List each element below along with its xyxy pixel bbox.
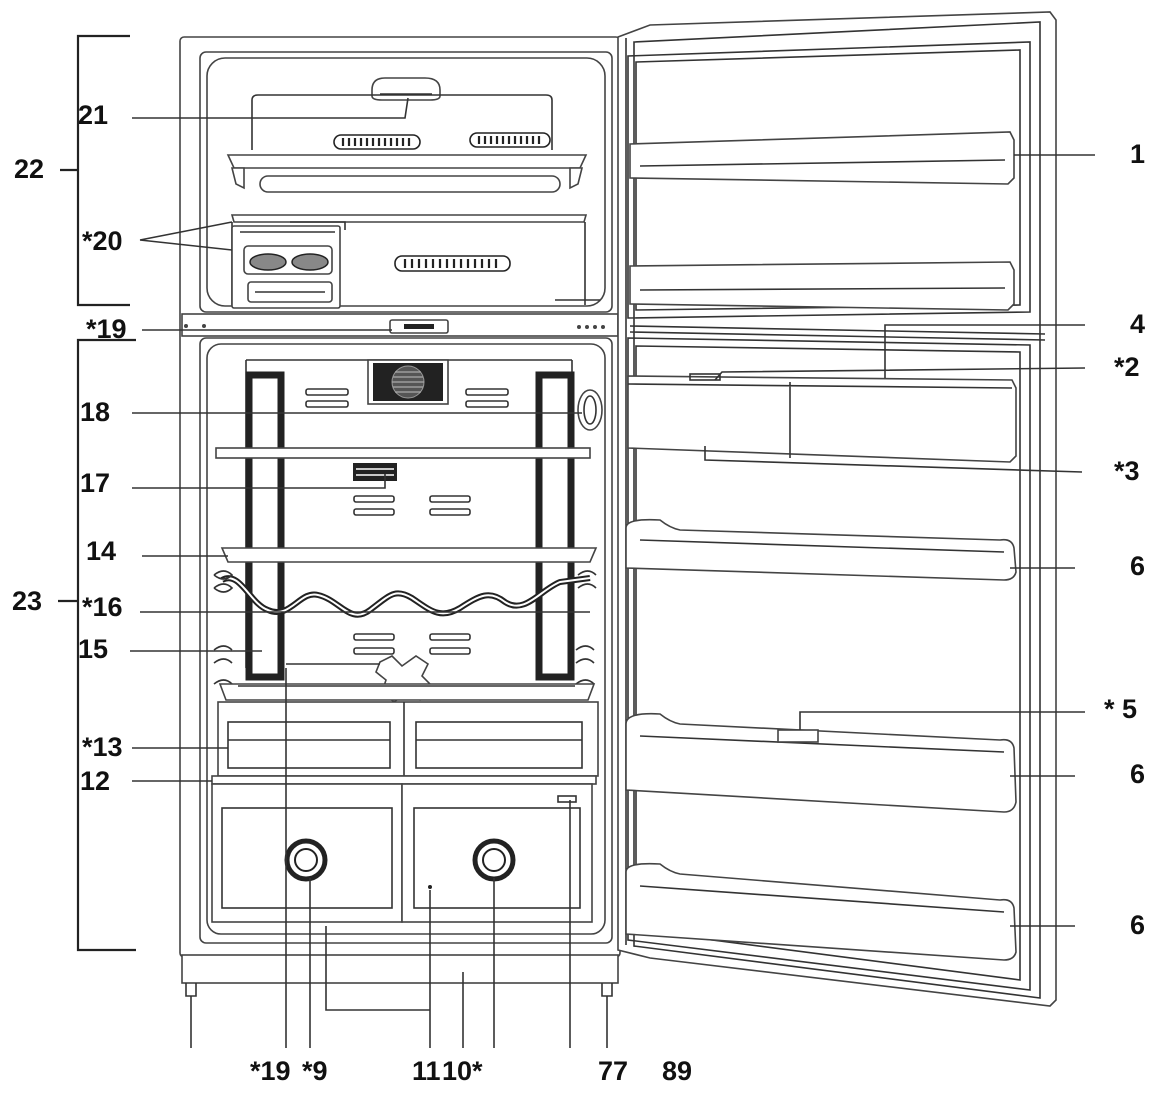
labels: 21 22 *20 *19 18 17 14 23 *16 15 *13 12 … xyxy=(12,100,1145,1086)
door-shelf-middle xyxy=(625,712,1017,813)
label-12: 12 xyxy=(80,766,110,796)
freezer-vent-slots xyxy=(341,136,541,146)
label-6-upper: 6 xyxy=(1130,551,1145,581)
label-6-lower: 6 xyxy=(1130,910,1145,940)
label-20: *20 xyxy=(82,226,123,256)
label-14: 14 xyxy=(86,536,116,566)
brackets xyxy=(58,34,136,952)
door-shelf-upper xyxy=(625,518,1017,581)
label-17: 17 xyxy=(80,468,110,498)
label-6-middle: 6 xyxy=(1130,759,1145,789)
door xyxy=(617,11,1057,1007)
label-16: *16 xyxy=(82,592,123,622)
fridge-compartment xyxy=(211,359,603,923)
leader-lines xyxy=(130,97,1095,1048)
label-5: * 5 xyxy=(1104,694,1137,724)
label-11: 11 xyxy=(412,1056,441,1086)
label-15: 15 xyxy=(78,634,108,664)
label-8-9: 89 xyxy=(662,1056,692,1086)
label-2: *2 xyxy=(1114,352,1140,382)
ice-tray-assembly xyxy=(231,221,346,309)
label-19-top: *19 xyxy=(86,314,127,344)
label-3: *3 xyxy=(1114,456,1140,486)
label-22: 22 xyxy=(14,154,44,184)
label-7-7: 77 xyxy=(598,1056,628,1086)
label-9: *9 xyxy=(302,1056,328,1086)
label-23: 23 xyxy=(12,586,42,616)
label-19-bottom: *19 xyxy=(250,1056,291,1086)
label-18: 18 xyxy=(80,397,110,427)
label-21: 21 xyxy=(78,100,108,130)
label-13: *13 xyxy=(82,732,123,762)
label-10: 10* xyxy=(442,1056,483,1086)
freezer-compartment xyxy=(226,77,600,309)
temperature-control xyxy=(184,319,605,334)
door-shelf-lower xyxy=(625,862,1017,961)
label-4: 4 xyxy=(1130,309,1145,339)
label-1: 1 xyxy=(1130,139,1145,169)
